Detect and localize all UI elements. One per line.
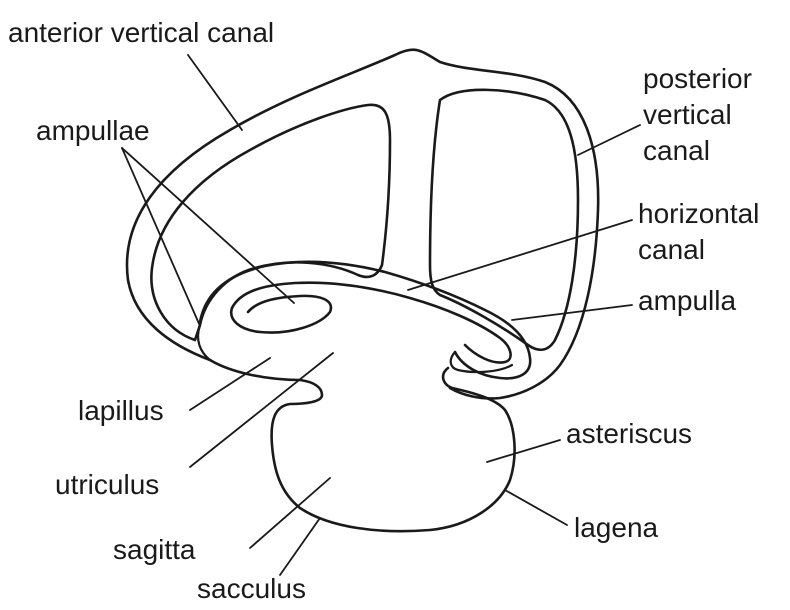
label-ampulla: ampulla [638, 285, 736, 316]
leader-sagitta [250, 478, 330, 548]
utricle-saccule-body [210, 360, 515, 531]
label-lagena: lagena [574, 512, 659, 543]
label-posterior-line-1: posterior [643, 63, 752, 94]
label-lapillus: lapillus [78, 395, 164, 426]
text-labels: anterior vertical canal ampullae posteri… [8, 17, 759, 604]
leader-lines [122, 55, 640, 575]
leader-lagena [505, 490, 567, 525]
label-anterior-vertical-canal: anterior vertical canal [8, 17, 274, 48]
leader-lapillus [190, 358, 270, 410]
label-sagitta: sagitta [113, 534, 196, 565]
label-ampullae: ampullae [36, 115, 150, 146]
labyrinth-drawing [127, 50, 598, 532]
label-posterior-line-2: vertical [643, 99, 732, 130]
leader-ampullae-right [122, 148, 294, 303]
label-horizontal-line-1: horizontal [638, 198, 759, 229]
leader-sacculus [280, 518, 320, 575]
label-utriculus: utriculus [55, 469, 159, 500]
horizontal-canal-outer [200, 262, 530, 379]
anterior-canal-inner-contour [151, 105, 390, 340]
leader-asteriscus [487, 440, 560, 462]
leader-utriculus [190, 353, 333, 467]
leader-horizontal-canal [408, 220, 632, 290]
label-horizontal-line-2: canal [638, 234, 705, 265]
label-posterior-line-3: canal [643, 135, 710, 166]
posterior-canal-inner-contour [430, 90, 578, 350]
leader-ampulla [512, 305, 632, 320]
left-ampulla-bulb [231, 296, 331, 333]
label-asteriscus: asteriscus [566, 418, 692, 449]
leader-anterior-vertical-canal [188, 55, 242, 130]
horizontal-canal-inner [232, 283, 511, 363]
label-sacculus: sacculus [197, 573, 306, 604]
